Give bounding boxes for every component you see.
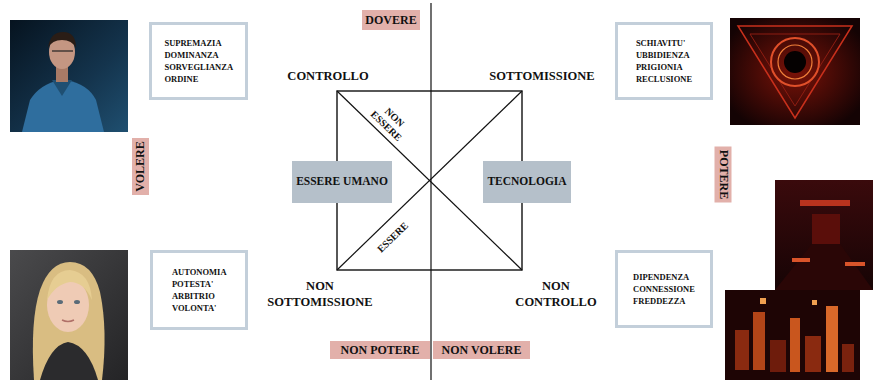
label-text: ESSERE [375, 220, 411, 255]
node-text: ESSERE UMANO [296, 175, 388, 189]
picture-vortex [730, 18, 860, 125]
keyword-box: SCHIAVITU' UBBIDIENZA PRIGIONIA RECLUSIO… [615, 22, 713, 100]
photo-man [10, 20, 128, 132]
axis-label: NON SOTTOMISSIONE [266, 279, 374, 311]
label-text: NON SOTTOMISSIONE [267, 279, 372, 310]
node-text: VOLERE [133, 141, 147, 191]
vertical-axis [430, 3, 431, 380]
axis-band: POTERE [715, 146, 732, 202]
node-text: NON VOLERE [442, 343, 522, 357]
node-text: POTERE [716, 149, 730, 198]
keyword-box: AUTONOMIA POTESTA' ARBITRIO VOLONTA' [150, 250, 248, 330]
keyword-list: AUTONOMIA POTESTA' ARBITRIO VOLONTA' [172, 266, 226, 314]
axis-label: ESSERE [370, 215, 408, 252]
keyword-list: SCHIAVITU' UBBIDIENZA PRIGIONIA RECLUSIO… [636, 37, 692, 85]
picture-blocks [725, 290, 860, 380]
axis-label: NON CONTROLLO [514, 279, 598, 311]
label-text: NON CONTROLLO [515, 279, 596, 310]
axis-label: CONTROLLO [286, 66, 370, 82]
keyword-box: SUPREMAZIA DOMINANZA SORVEGLIANZA ORDINE [149, 22, 248, 100]
axis-label: NON ESSERE [367, 98, 412, 143]
label-text: NON ESSERE [368, 99, 412, 142]
node-text: TECNOLOGIA [487, 175, 566, 189]
node-text: DOVERE [365, 13, 416, 27]
concept-box: ESSERE UMANO [292, 161, 392, 203]
axis-band: NON POTERE [330, 341, 430, 359]
label-text: CONTROLLO [287, 69, 368, 85]
axis-label: SOTTOMISSIONE [488, 66, 596, 82]
axis-band: VOLERE [132, 138, 149, 195]
concept-box: TECNOLOGIA [483, 161, 571, 203]
keyword-box: DIPENDENZA CONNESSIONE FREDDEZZA [615, 250, 713, 328]
photo-woman [10, 250, 128, 380]
keyword-list: DIPENDENZA CONNESSIONE FREDDEZZA [633, 271, 695, 307]
node-text: NON POTERE [340, 343, 419, 357]
keyword-list: SUPREMAZIA DOMINANZA SORVEGLIANZA ORDINE [164, 37, 232, 85]
axis-band: NON VOLERE [433, 341, 530, 359]
label-text: SOTTOMISSIONE [489, 69, 594, 85]
axis-band: DOVERE [362, 10, 420, 30]
picture-corridor [775, 180, 873, 290]
